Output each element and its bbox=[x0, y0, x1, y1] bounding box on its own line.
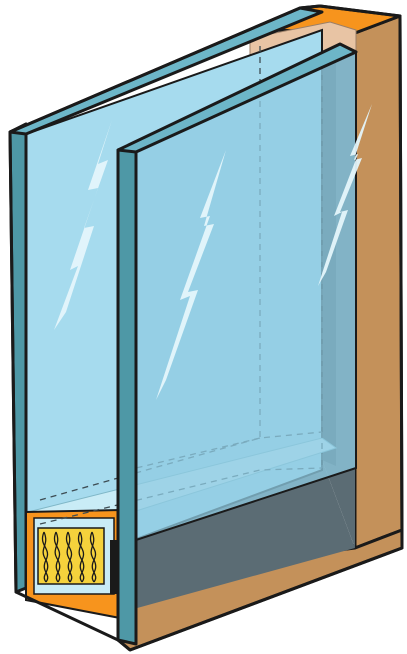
inner-pane-edge-left bbox=[118, 144, 136, 644]
frame-right-face bbox=[355, 16, 402, 548]
